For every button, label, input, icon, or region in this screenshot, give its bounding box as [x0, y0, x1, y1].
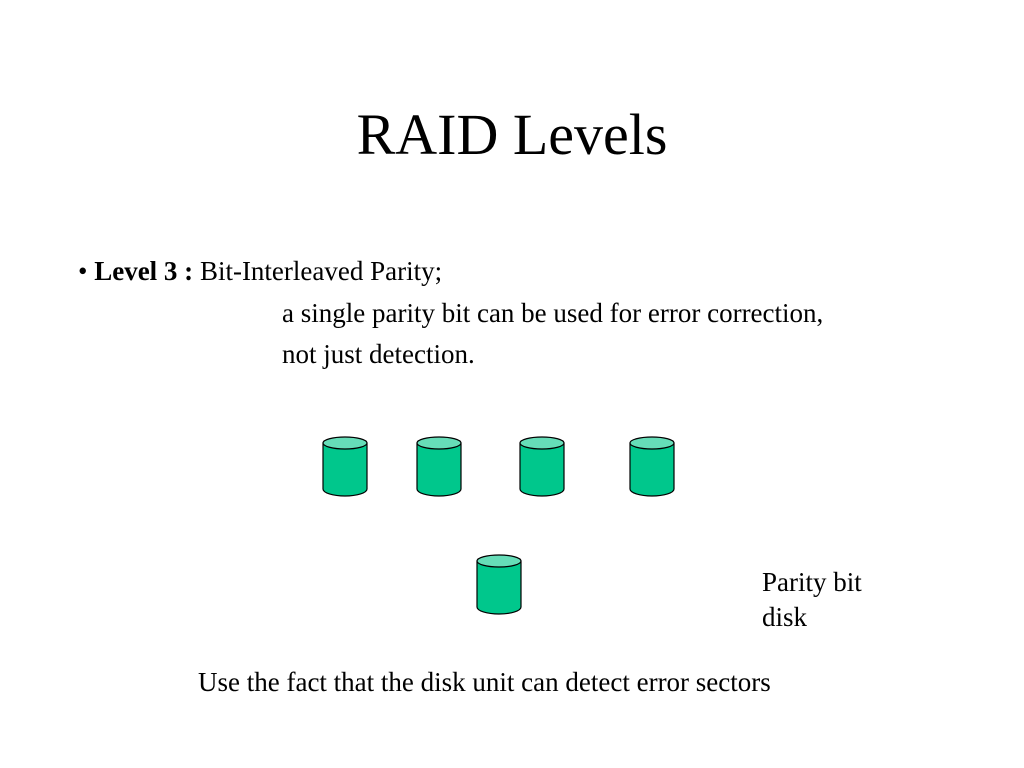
data-disk-3: [519, 436, 565, 497]
data-disk-2: [416, 436, 462, 497]
bullet-marker: •: [78, 256, 88, 286]
level-heading: Bit-Interleaved Parity;: [199, 256, 443, 286]
cylinder-body: [629, 442, 675, 497]
cylinder-top: [416, 436, 462, 450]
cylinder-body: [416, 442, 462, 497]
cylinder-shape: [476, 554, 522, 615]
level-label: Level 3 :: [94, 256, 194, 286]
parity-label-line-2: disk: [762, 602, 808, 632]
bullet-detail-line-1: a single parity bit can be used for erro…: [282, 298, 824, 328]
cylinder-shape: [416, 436, 462, 497]
bullet-detail-line-2: not just detection.: [282, 339, 475, 369]
data-disk-4: [629, 436, 675, 497]
cylinder-shape: [629, 436, 675, 497]
cylinder-body: [519, 442, 565, 497]
cylinder-shape: [519, 436, 565, 497]
cylinder-top: [476, 554, 522, 568]
cylinder-top: [629, 436, 675, 450]
parity-label-line-1: Parity bit: [762, 567, 862, 597]
cylinder-top: [322, 436, 368, 450]
cylinder-top: [519, 436, 565, 450]
footer-note: Use the fact that the disk unit can dete…: [198, 667, 771, 697]
data-disk-1: [322, 436, 368, 497]
parity-disk-label: Parity bit disk: [762, 565, 862, 635]
page-title: RAID Levels: [356, 102, 668, 167]
cylinder-body: [476, 560, 522, 615]
cylinder-shape: [322, 436, 368, 497]
cylinder-body: [322, 442, 368, 497]
bullet-item-level-3: • Level 3 : Bit-Interleaved Parity;: [78, 254, 442, 288]
parity-disk: [476, 554, 522, 615]
